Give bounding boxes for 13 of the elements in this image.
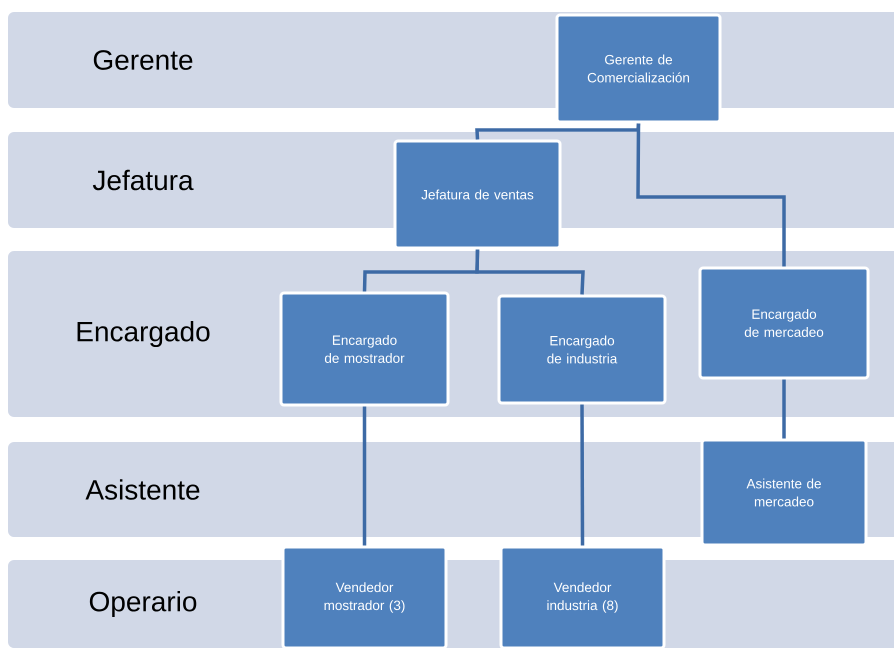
connector-line [782, 380, 786, 438]
role-box: Encargado de mostrador [280, 292, 450, 406]
role-box: Encargado de industria [498, 294, 666, 404]
role-box: Encargado de mercadeo [698, 266, 870, 380]
connector-line [362, 406, 366, 546]
connector-line [475, 249, 585, 295]
connector-line [636, 124, 786, 266]
role-box: Gerente de Comercialización [556, 14, 722, 124]
role-box: Jefatura de ventas [394, 140, 562, 250]
role-box: Vendedor industria (8) [500, 546, 666, 648]
connector-line [580, 404, 584, 546]
role-box: Vendedor mostrador (3) [282, 546, 448, 648]
role-box: Asistente de mercadeo [700, 438, 868, 546]
